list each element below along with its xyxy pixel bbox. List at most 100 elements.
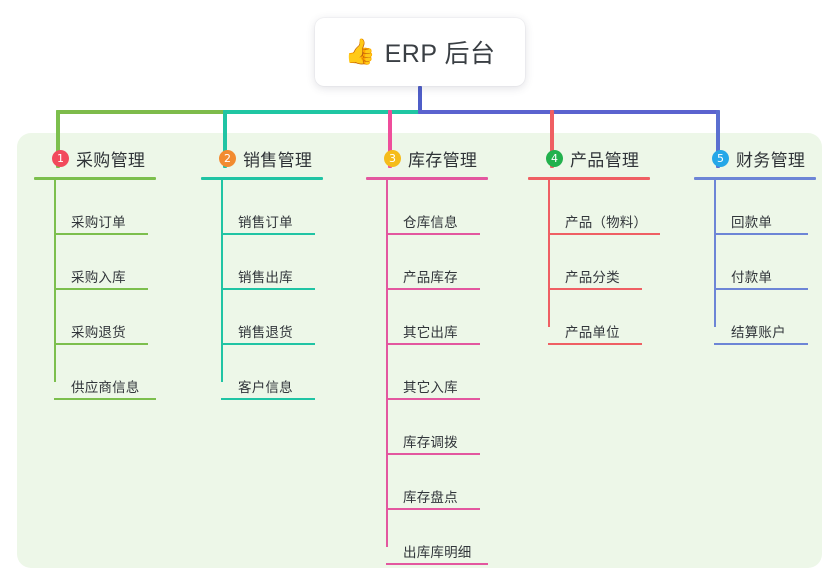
menu-item-underline (386, 508, 480, 510)
menu-item-label: 产品单位 (565, 325, 620, 340)
menu-item-underline (386, 398, 480, 400)
menu-item-产品（物料）[interactable]: 产品（物料） (548, 180, 688, 235)
category-number-badge: 4 (546, 149, 563, 167)
category-column-财务管理: 5 财务管理 回款单 付款单 结算账户 (694, 146, 839, 345)
menu-item-underline (221, 233, 315, 235)
menu-item-underline (714, 233, 808, 235)
category-header[interactable]: 1 采购管理 (34, 146, 194, 170)
category-underline (694, 177, 816, 180)
menu-item-label: 采购入库 (71, 270, 126, 285)
category-column-采购管理: 1 采购管理 采购订单 采购入库 采购退货 供应商信息 (34, 146, 194, 400)
menu-item-underline (386, 563, 488, 565)
category-header[interactable]: 4 产品管理 (528, 146, 688, 170)
category-title: 产品管理 (570, 150, 640, 170)
menu-item-label: 销售退货 (238, 325, 293, 340)
menu-item-underline (54, 398, 156, 400)
menu-item-underline (221, 398, 315, 400)
bus-segment-3 (418, 110, 720, 114)
menu-item-underline (714, 288, 808, 290)
category-items: 采购订单 采购入库 采购退货 供应商信息 (54, 180, 194, 400)
category-header[interactable]: 5 财务管理 (694, 146, 839, 170)
category-number-badge: 3 (384, 149, 401, 167)
category-items: 仓库信息 产品库存 其它出库 其它入库 库存调拨 库存盘点 出库库明细 (386, 180, 526, 565)
category-items: 产品（物料） 产品分类 产品单位 (548, 180, 688, 345)
category-underline (201, 177, 323, 180)
menu-item-供应商信息[interactable]: 供应商信息 (54, 345, 194, 400)
bus-segment-2 (223, 110, 420, 114)
menu-item-付款单[interactable]: 付款单 (714, 235, 839, 290)
menu-item-underline (548, 288, 642, 290)
menu-item-label: 销售订单 (238, 215, 293, 230)
drop-connector-1 (56, 110, 60, 168)
thumbs-up-icon: 👍 (344, 37, 376, 66)
category-header[interactable]: 3 库存管理 (366, 146, 526, 170)
category-title: 采购管理 (76, 150, 146, 170)
menu-item-采购入库[interactable]: 采购入库 (54, 235, 194, 290)
diagram-board (17, 133, 822, 568)
menu-item-label: 产品库存 (403, 270, 458, 285)
menu-item-产品库存[interactable]: 产品库存 (386, 235, 526, 290)
drop-connector-5 (716, 110, 720, 168)
menu-item-库存调拨[interactable]: 库存调拨 (386, 400, 526, 455)
root-node-title: ERP 后台 (384, 40, 496, 68)
menu-item-仓库信息[interactable]: 仓库信息 (386, 180, 526, 235)
menu-item-label: 销售出库 (238, 270, 293, 285)
drop-connector-2 (223, 110, 227, 168)
category-column-库存管理: 3 库存管理 仓库信息 产品库存 其它出库 其它入库 库存调拨 库存盘点 出库库… (366, 146, 526, 565)
category-column-产品管理: 4 产品管理 产品（物料） 产品分类 产品单位 (528, 146, 688, 345)
menu-item-underline (386, 288, 480, 290)
category-underline (528, 177, 650, 180)
menu-item-underline (548, 233, 660, 235)
menu-item-销售退货[interactable]: 销售退货 (221, 290, 361, 345)
root-node-erp-backend[interactable]: 👍 ERP 后台 (315, 18, 525, 86)
menu-item-销售出库[interactable]: 销售出库 (221, 235, 361, 290)
menu-item-underline (386, 233, 480, 235)
menu-item-label: 其它入库 (403, 380, 458, 395)
menu-item-underline (54, 343, 148, 345)
category-number-badge: 5 (712, 149, 729, 167)
category-underline (366, 177, 488, 180)
menu-item-label: 采购订单 (71, 215, 126, 230)
menu-item-结算账户[interactable]: 结算账户 (714, 290, 839, 345)
menu-item-label: 其它出库 (403, 325, 458, 340)
category-header[interactable]: 2 销售管理 (201, 146, 361, 170)
category-number-badge: 2 (219, 149, 236, 167)
menu-item-underline (54, 288, 148, 290)
menu-item-销售订单[interactable]: 销售订单 (221, 180, 361, 235)
drop-connector-3 (388, 110, 392, 168)
menu-item-underline (221, 288, 315, 290)
trunk-connector (418, 86, 422, 114)
menu-item-出库库明细[interactable]: 出库库明细 (386, 510, 526, 565)
menu-item-其它出库[interactable]: 其它出库 (386, 290, 526, 345)
category-items: 销售订单 销售出库 销售退货 客户信息 (221, 180, 361, 400)
menu-item-采购退货[interactable]: 采购退货 (54, 290, 194, 345)
category-title: 库存管理 (408, 150, 478, 170)
menu-item-其它入库[interactable]: 其它入库 (386, 345, 526, 400)
menu-item-label: 付款单 (731, 270, 773, 285)
menu-item-采购订单[interactable]: 采购订单 (54, 180, 194, 235)
menu-item-label: 出库库明细 (403, 545, 472, 560)
bus-segment-1 (56, 110, 225, 114)
category-title: 财务管理 (736, 150, 806, 170)
menu-item-库存盘点[interactable]: 库存盘点 (386, 455, 526, 510)
menu-item-label: 采购退货 (71, 325, 126, 340)
menu-item-label: 产品（物料） (565, 215, 648, 230)
menu-item-客户信息[interactable]: 客户信息 (221, 345, 361, 400)
menu-item-label: 库存盘点 (403, 490, 458, 505)
drop-connector-4 (550, 110, 554, 168)
category-spine (54, 180, 56, 382)
menu-item-label: 供应商信息 (71, 380, 140, 395)
menu-item-label: 库存调拨 (403, 435, 458, 450)
category-spine (548, 180, 550, 327)
menu-item-label: 仓库信息 (403, 215, 458, 230)
category-underline (34, 177, 156, 180)
menu-item-产品单位[interactable]: 产品单位 (548, 290, 688, 345)
category-spine (714, 180, 716, 327)
category-title: 销售管理 (243, 150, 313, 170)
menu-item-label: 客户信息 (238, 380, 293, 395)
menu-item-产品分类[interactable]: 产品分类 (548, 235, 688, 290)
menu-item-underline (386, 453, 480, 455)
category-column-销售管理: 2 销售管理 销售订单 销售出库 销售退货 客户信息 (201, 146, 361, 400)
category-number-badge: 1 (52, 149, 69, 167)
menu-item-回款单[interactable]: 回款单 (714, 180, 839, 235)
